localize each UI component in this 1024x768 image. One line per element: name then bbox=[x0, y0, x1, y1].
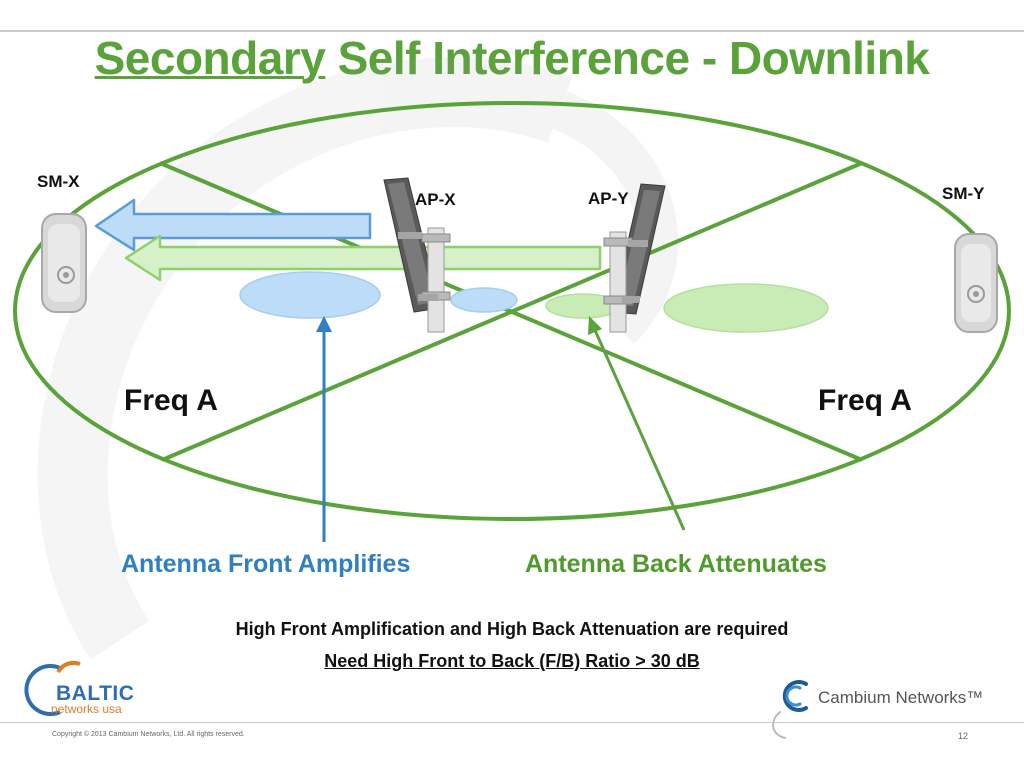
footer-divider bbox=[0, 722, 1024, 723]
sm-y-device bbox=[954, 233, 998, 333]
ap-x-back-lobe bbox=[450, 287, 518, 313]
slide-title: Secondary Self Interference - Downlink bbox=[0, 30, 1024, 86]
baltic-logo-word: BALTIC bbox=[56, 682, 135, 705]
freq-right-label: Freq A bbox=[818, 384, 912, 417]
back-caption: Antenna Back Attenuates bbox=[525, 550, 827, 578]
baltic-logo-mark bbox=[24, 660, 81, 716]
ap-y-antenna bbox=[603, 183, 666, 333]
coverage-ellipse bbox=[13, 101, 1011, 521]
sm-y-label: SM-Y bbox=[942, 184, 985, 203]
title-rest: Self Interference - Downlink bbox=[325, 32, 930, 84]
sm-x-device bbox=[41, 213, 87, 313]
front-pointer-arrow bbox=[316, 316, 332, 542]
ap-x-label: AP-X bbox=[415, 190, 456, 209]
front-caption: Antenna Front Amplifies bbox=[121, 550, 411, 578]
ap-x-downlink-arrow bbox=[94, 198, 372, 252]
ap-y-label: AP-Y bbox=[588, 189, 629, 208]
baltic-logo-sub: networks usa bbox=[51, 702, 122, 716]
copyright-text: Copyright © 2013 Cambium Networks, Ltd. … bbox=[52, 731, 245, 738]
header-divider bbox=[0, 30, 1024, 32]
ap-y-front-lobe bbox=[663, 283, 829, 333]
requirement-note: High Front Amplification and High Back A… bbox=[235, 619, 789, 639]
back-pointer-arrow bbox=[588, 316, 686, 531]
sm-x-label: SM-X bbox=[37, 172, 80, 191]
freq-left-label: Freq A bbox=[124, 384, 218, 417]
ap-y-interference-arrow bbox=[124, 234, 602, 282]
sector-line-b bbox=[161, 161, 863, 462]
cambium-logo-mark bbox=[772, 680, 808, 739]
ap-x-antenna bbox=[383, 177, 451, 333]
ratio-note: Need High Front to Back (F/B) Ratio > 30… bbox=[0, 651, 1024, 672]
ratio-note-text: Need High Front to Back (F/B) Ratio > 30… bbox=[324, 651, 700, 671]
ap-x-front-lobe bbox=[239, 271, 381, 319]
cambium-logo-text: Cambium Networks™ bbox=[818, 688, 984, 707]
page-number: 12 bbox=[958, 731, 969, 741]
title-emphasis: Secondary bbox=[94, 32, 326, 84]
